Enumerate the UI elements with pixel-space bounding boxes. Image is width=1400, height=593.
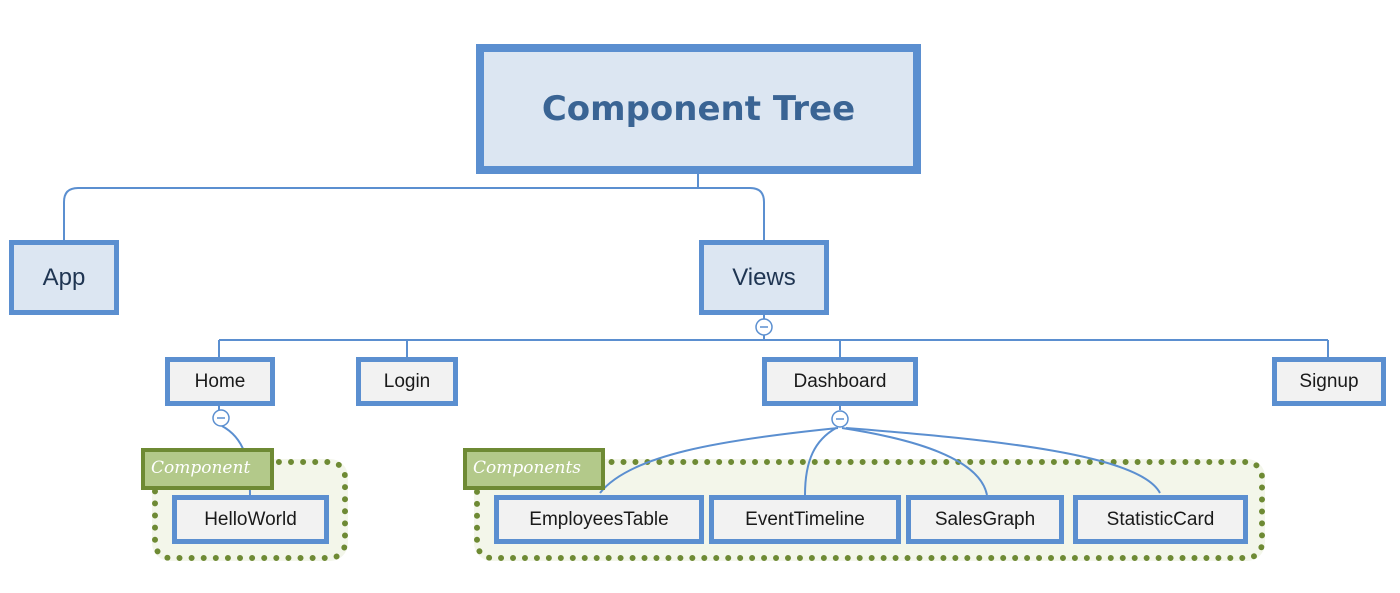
node-employeestable[interactable]: EmployeesTable	[494, 495, 704, 544]
node-dashboard[interactable]: Dashboard	[762, 357, 918, 406]
node-login[interactable]: Login	[356, 357, 458, 406]
node-salesgraph[interactable]: SalesGraph	[906, 495, 1064, 544]
node-views[interactable]: Views	[699, 240, 829, 315]
connector-root-views	[698, 187, 765, 240]
connector-dashboard-salesgraph	[841, 427, 988, 496]
home-group-tag: Component	[141, 448, 274, 490]
connector-dashboard-eventtimeline	[804, 427, 837, 496]
node-statisticcard[interactable]: StatisticCard	[1073, 495, 1248, 544]
connector-dashboard-statisticcard	[845, 427, 1161, 494]
root-node-title[interactable]: Component Tree	[476, 44, 921, 174]
home-collapse-toggle[interactable]	[212, 409, 230, 427]
node-eventtimeline[interactable]: EventTimeline	[709, 495, 901, 544]
node-helloworld[interactable]: HelloWorld	[172, 495, 329, 544]
node-app[interactable]: App	[9, 240, 119, 315]
dashboard-group-tag: Components	[463, 448, 605, 490]
views-collapse-toggle[interactable]	[755, 318, 773, 336]
dashboard-collapse-toggle[interactable]	[831, 410, 849, 428]
connector-dashboard-employees	[599, 427, 839, 494]
connector-root-app	[63, 174, 699, 240]
node-signup[interactable]: Signup	[1272, 357, 1386, 406]
node-home[interactable]: Home	[165, 357, 275, 406]
